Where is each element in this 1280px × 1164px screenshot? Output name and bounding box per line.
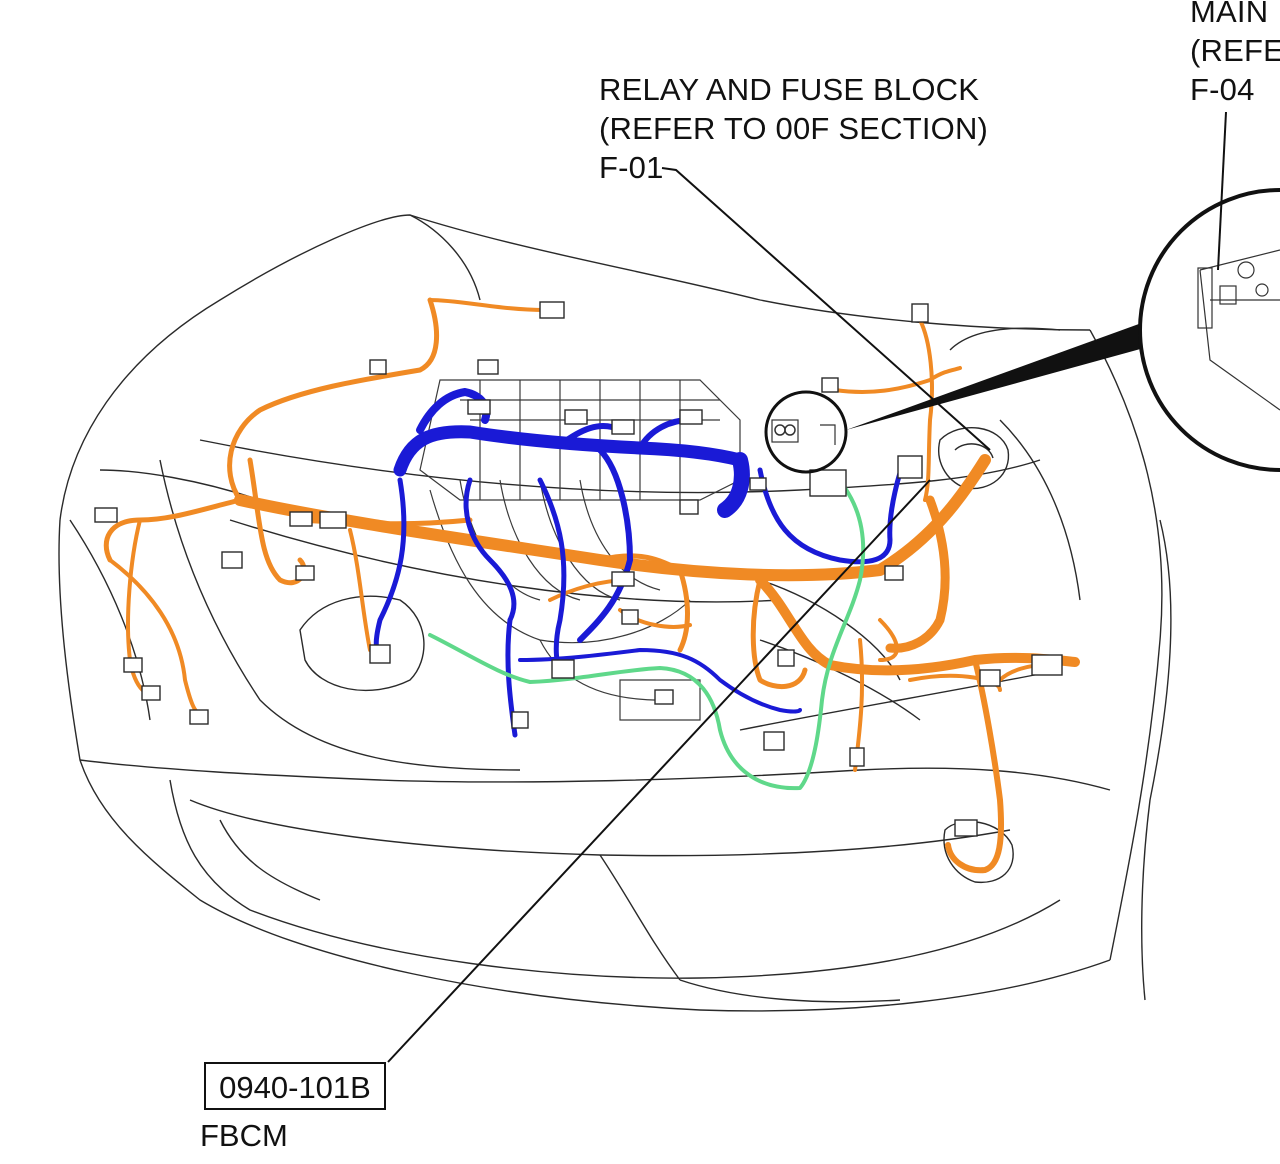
- harness-orange: [103, 297, 1080, 874]
- main-callout-line2: (REFE: [1190, 33, 1280, 68]
- leader-lines: [387, 111, 1227, 1063]
- connectors: [94, 301, 1063, 837]
- main-fuse-block-callout: MAIN (REFE F-04: [1190, 0, 1280, 109]
- vehicle-outline: [58, 214, 1172, 1012]
- main-callout-line1: MAIN: [1190, 0, 1269, 29]
- main-callout-line3: F-04: [1190, 72, 1255, 107]
- harness-green: [428, 486, 866, 791]
- relay-callout-line1: RELAY AND FUSE BLOCK: [599, 72, 980, 107]
- main-fuse-block-magnifier: [846, 188, 1280, 472]
- relay-block-magnifier: [764, 390, 848, 474]
- relay-callout-line2: (REFER TO 00F SECTION): [599, 111, 989, 146]
- component-name-label: FBCM: [200, 1118, 288, 1153]
- relay-fuse-block-callout: RELAY AND FUSE BLOCK (REFER TO 00F SECTI…: [599, 70, 988, 187]
- relay-callout-line3: F-01: [599, 150, 664, 185]
- connector-code-box: 0940-101B: [204, 1062, 386, 1110]
- harness-blue: [373, 388, 908, 738]
